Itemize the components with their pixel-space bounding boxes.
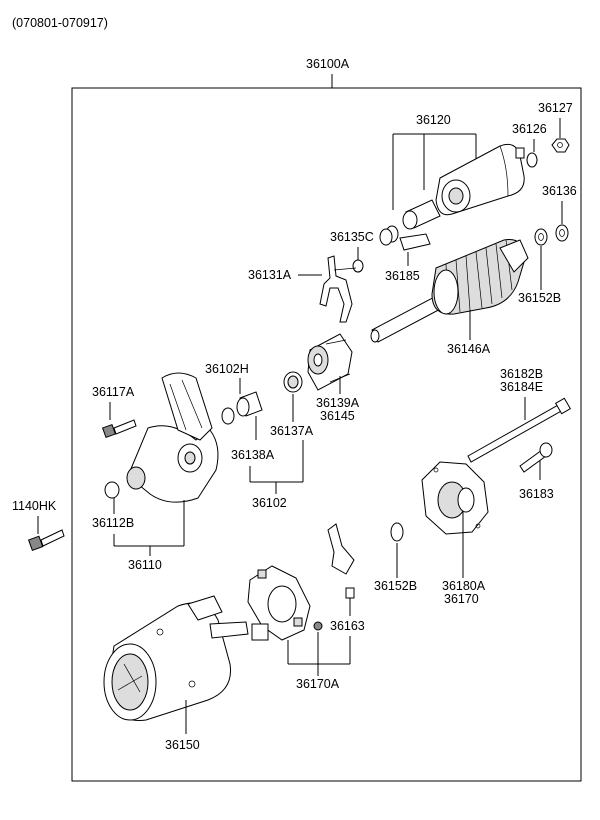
part-label-36131A[interactable]: 36131A — [248, 268, 292, 282]
part-label-36152B-top[interactable]: 36152B — [518, 291, 561, 305]
part-label-36138A[interactable]: 36138A — [231, 448, 275, 462]
part-label-36127[interactable]: 36127 — [538, 101, 573, 115]
shift-lever-36131A[interactable] — [319, 255, 357, 323]
part-label-36137A[interactable]: 36137A — [270, 424, 314, 438]
part-label-36102H[interactable]: 36102H — [205, 362, 249, 376]
part-label-36145[interactable]: 36145 — [320, 409, 355, 423]
part-label-36136[interactable]: 36136 — [542, 184, 577, 198]
part-label-36146A[interactable]: 36146A — [447, 342, 491, 356]
part-label-36139A[interactable]: 36139A — [316, 396, 360, 410]
part-label-36150[interactable]: 36150 — [165, 738, 200, 752]
ring-36137A-inner — [287, 375, 299, 389]
date-range-label: (070801-070917) — [12, 16, 108, 30]
assembly-frame — [71, 87, 582, 782]
part-label-1140HK[interactable]: 1140HK — [12, 499, 57, 513]
bolt-1140HK[interactable] — [27, 529, 65, 551]
leader-36170A — [287, 632, 351, 676]
yoke-36150[interactable] — [103, 595, 269, 721]
part-label-36180A[interactable]: 36180A — [442, 579, 486, 593]
leader-36102 — [249, 440, 304, 494]
rear-cover-36180A[interactable] — [421, 461, 489, 535]
washer-36136[interactable] — [555, 224, 569, 242]
pinion-gear-36139A[interactable] — [307, 333, 353, 391]
washer-hole — [559, 229, 565, 237]
hex-nut-hole — [557, 142, 563, 148]
bushing-36138A[interactable] — [236, 391, 263, 417]
leader-36110 — [113, 500, 185, 556]
plunger[interactable] — [402, 199, 441, 230]
solenoid-switch[interactable] — [435, 143, 525, 216]
hex-nut-36127[interactable] — [551, 138, 570, 153]
front-housing-36110[interactable] — [126, 372, 219, 503]
washer-36126[interactable] — [526, 152, 538, 168]
through-bolt-36182B[interactable] — [467, 397, 572, 463]
plunger-spring[interactable] — [379, 225, 399, 246]
lever-pin-36135C[interactable] — [352, 259, 364, 273]
plug-36112B[interactable] — [104, 481, 120, 499]
part-label-36120[interactable]: 36120 — [416, 113, 451, 127]
part-label-36170[interactable]: 36170 — [444, 592, 479, 606]
part-label-36135C[interactable]: 36135C — [330, 230, 374, 244]
brush-holder-36170A[interactable] — [247, 565, 311, 641]
assembly-part-label[interactable]: 36100A — [306, 57, 350, 71]
screw-36183[interactable] — [519, 442, 553, 473]
part-label-36185[interactable]: 36185 — [385, 269, 420, 283]
part-label-36112B[interactable]: 36112B — [92, 516, 134, 530]
part-label-36126[interactable]: 36126 — [512, 122, 547, 136]
washer-36152B-top[interactable] — [534, 228, 548, 246]
washer-36102H[interactable] — [221, 407, 235, 425]
part-label-36110[interactable]: 36110 — [128, 558, 162, 572]
part-label-36117A[interactable]: 36117A — [92, 385, 135, 399]
brush-36185[interactable] — [399, 233, 431, 251]
part-label-36184E[interactable]: 36184E — [500, 380, 543, 394]
part-label-36170A[interactable]: 36170A — [296, 677, 340, 691]
part-label-36102[interactable]: 36102 — [252, 496, 287, 510]
brush-spring-36163[interactable] — [327, 523, 355, 599]
armature-36146A[interactable] — [370, 238, 529, 343]
part-label-36152B-bottom[interactable]: 36152B — [374, 579, 417, 593]
part-label-36183[interactable]: 36183 — [519, 487, 554, 501]
part-label-36163[interactable]: 36163 — [330, 619, 365, 633]
washer-36152B-bottom[interactable] — [390, 522, 404, 542]
bolt-36117A[interactable] — [101, 419, 137, 439]
nut-36170A[interactable] — [313, 621, 323, 631]
part-label-36182B[interactable]: 36182B — [500, 367, 543, 381]
washer-hole-2 — [538, 233, 544, 241]
